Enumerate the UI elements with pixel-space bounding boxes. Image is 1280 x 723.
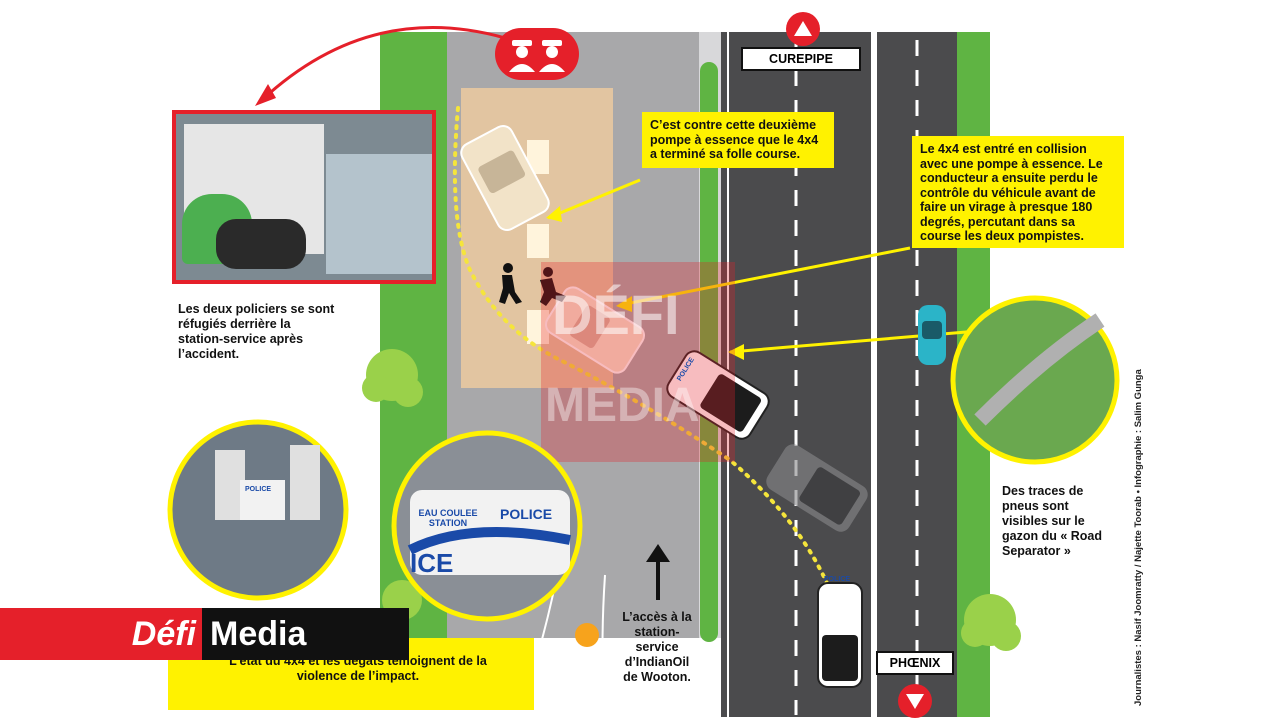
motorbike-figure: [216, 219, 306, 269]
pedestrian-icon: [499, 263, 522, 304]
watermark: [541, 262, 735, 462]
police-text-small: POLICE: [245, 486, 272, 493]
arrow-head-icon: [255, 84, 276, 106]
police-officer-icon: [509, 40, 565, 72]
pedestrian-icon: [540, 267, 566, 306]
curb-shape: [974, 313, 1105, 426]
police-suv-entering: [817, 582, 863, 688]
triangle-up-icon: [794, 21, 812, 36]
label-curepipe: CUREPIPE: [741, 47, 861, 71]
arrow-up-icon: [646, 544, 670, 600]
police-text-car: POLICE: [824, 576, 851, 583]
police-stripe: [407, 527, 571, 555]
callout-collision: Le 4x4 est entré en collision avec une p…: [912, 136, 1124, 248]
trajectory-trail: [452, 106, 832, 592]
police-suv: [666, 350, 770, 440]
blue-car: [918, 305, 946, 365]
road-separator: [700, 62, 718, 642]
callout-pointer: [619, 246, 911, 307]
arrow-head-icon: [546, 206, 562, 222]
defi-media-logo: Défi Media: [0, 608, 409, 660]
note-tyre-marks: Des traces de pneus sont visibles sur le…: [1002, 484, 1102, 558]
note-policemen: Les deux policiers se sont réfugiés derr…: [178, 302, 335, 361]
triangle-down-icon: [906, 694, 924, 709]
pump-3: [527, 310, 549, 344]
ice-text: ICE: [410, 548, 454, 578]
watermark-media-text: MEDIA: [545, 379, 700, 432]
road-center-line: [871, 32, 877, 717]
credits: Journalistes : Nasif Joomratty / Najette…: [1133, 369, 1144, 706]
police-text: POLICE: [500, 506, 553, 522]
ghost-suv: [766, 444, 868, 532]
lane-dashes: [794, 40, 919, 715]
south-direction-marker: [898, 684, 932, 718]
station-text: EAU COULEE STATION: [418, 508, 478, 528]
access-curve-line: [601, 574, 606, 711]
tree-icon: [362, 349, 423, 407]
arrow-head-icon: [728, 344, 744, 360]
tree-icon: [961, 594, 1021, 651]
label-phoenix: PHŒNIX: [876, 651, 954, 675]
callout-pointer: [729, 328, 991, 354]
note-access: L’accès à la station-service d’IndianOil…: [622, 610, 692, 684]
police-officers-badge: [495, 28, 579, 80]
arrow-head-icon: [616, 296, 632, 312]
logo-defi-text: Défi: [0, 608, 202, 660]
pump-shape: [290, 445, 320, 520]
suv-rotating: [544, 286, 646, 374]
north-direction-marker: [786, 12, 820, 46]
background-road: [326, 154, 432, 274]
logo-media-text: Media: [210, 614, 307, 653]
callout-second-pump: C’est contre cette deuxième pompe à esse…: [642, 112, 834, 168]
location-marker-icon: [575, 623, 599, 647]
photo-station-backyard: [172, 110, 436, 284]
suv-final-position: [460, 124, 550, 232]
pump-2: [527, 224, 549, 258]
suv-shape: [240, 480, 285, 520]
watermark-defi-text: DÉFI: [552, 283, 680, 346]
red-arrow-line: [260, 26, 506, 102]
pump-1: [527, 140, 549, 174]
callout-pointer: [547, 178, 641, 220]
